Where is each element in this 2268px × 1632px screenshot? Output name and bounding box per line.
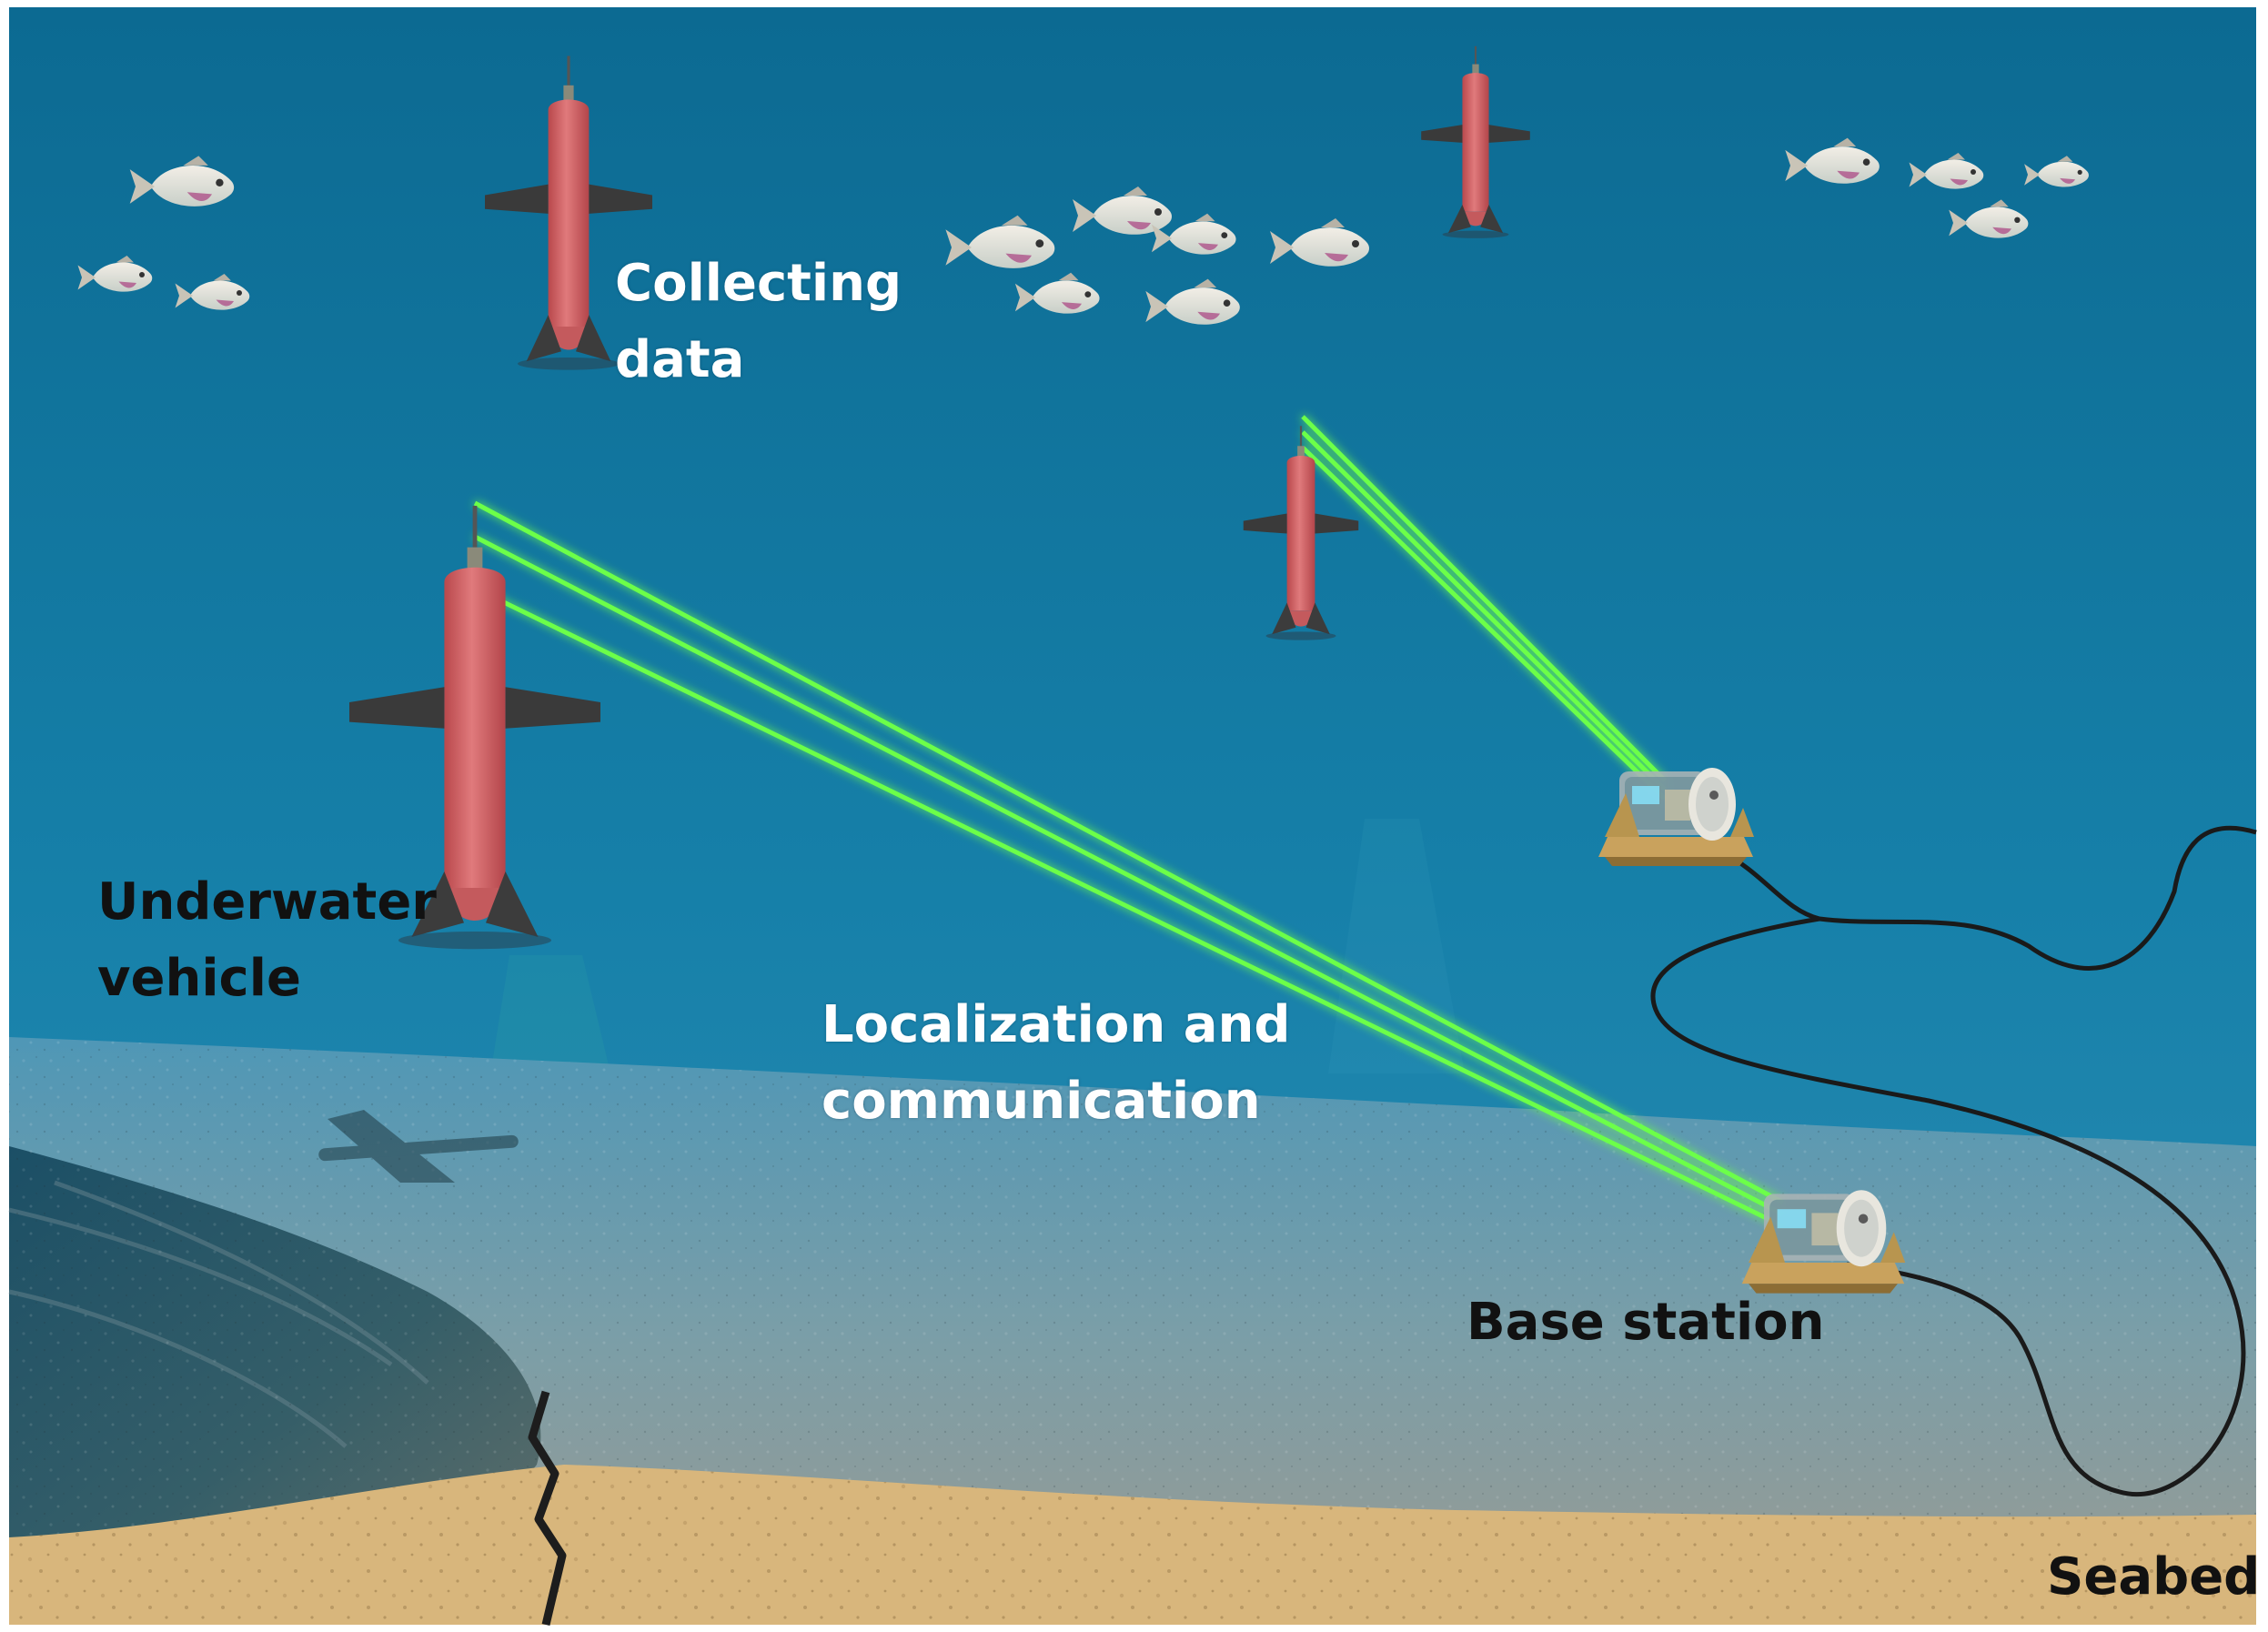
label-collecting-data: Collecting data (615, 246, 902, 398)
label-underwater-vehicle: Underwater vehicle (97, 864, 437, 1017)
label-line: Underwater (97, 872, 437, 932)
cable (1650, 916, 2246, 1496)
label-line: Seabed (2047, 1547, 2261, 1607)
ground-crack (528, 1390, 567, 1627)
label-localization-communication: Localization and communication (822, 987, 1290, 1140)
laser-beam-icon (1301, 415, 1667, 801)
label-seabed: Seabed (2047, 1539, 2260, 1616)
label-line: Collecting (615, 254, 902, 313)
cable (1718, 825, 2257, 971)
label-line: Localization and (822, 995, 1291, 1054)
base-station-icon (1741, 1190, 1906, 1294)
base-station-icon (1598, 768, 1754, 866)
label-line: Base station (1467, 1293, 1825, 1352)
label-line: data (615, 330, 745, 389)
label-line: communication (822, 1072, 1261, 1131)
label-line: vehicle (97, 949, 301, 1008)
label-base-station: Base station (1467, 1284, 1824, 1361)
vehicle-shadow (318, 1110, 519, 1183)
laser-beam-icon (473, 500, 1785, 1229)
